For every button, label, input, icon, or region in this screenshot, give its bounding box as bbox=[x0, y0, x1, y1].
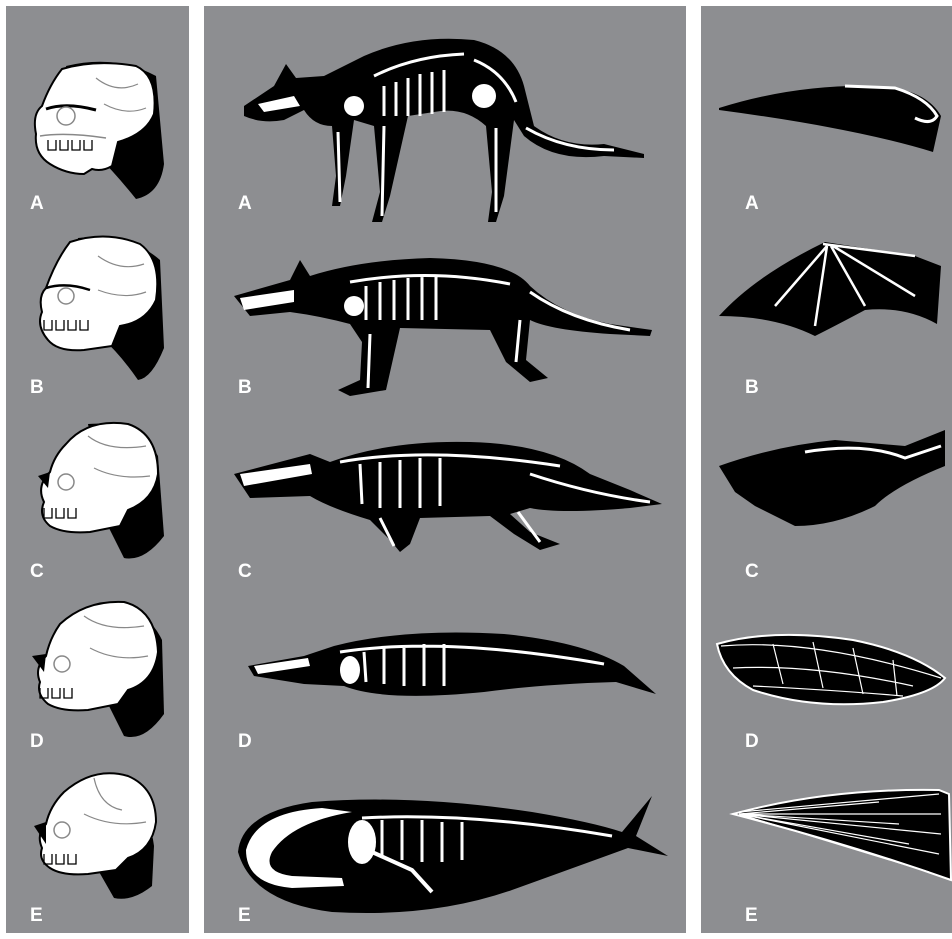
skull-label-d: D bbox=[30, 732, 44, 751]
rodhocetus-skeleton-figure bbox=[230, 434, 670, 564]
skull-panel: A B C D E bbox=[6, 6, 189, 933]
whale-evolution-panel: A B C D E bbox=[204, 6, 686, 933]
baleen-whale-skeleton-figure bbox=[232, 792, 672, 922]
bat-wing-figure bbox=[715, 236, 945, 346]
wing-label-b: B bbox=[745, 378, 759, 397]
whale-label-b: B bbox=[238, 378, 252, 397]
skull-label-c: C bbox=[30, 562, 44, 581]
skull-label-b: B bbox=[30, 378, 44, 397]
wing-label-c: C bbox=[745, 562, 759, 581]
whale-label-a: A bbox=[238, 194, 252, 213]
homo-erectus-skull-figure bbox=[24, 596, 174, 746]
whale-label-c: C bbox=[238, 562, 252, 581]
wing-panel: A B C D E bbox=[701, 6, 952, 933]
skull-label-a: A bbox=[30, 194, 44, 213]
whale-label-d: D bbox=[238, 732, 252, 751]
pterosaur-wing-figure bbox=[715, 78, 945, 158]
australopith-skull-figure bbox=[28, 230, 178, 380]
skull-label-e: E bbox=[30, 906, 43, 925]
insect-wing-figure bbox=[713, 624, 949, 714]
insect-wing-veined-figure bbox=[729, 784, 951, 884]
wing-label-a: A bbox=[745, 194, 759, 213]
ambulocetus-skeleton-figure bbox=[230, 250, 660, 410]
dorudon-skeleton-figure bbox=[244, 626, 664, 706]
human-skull-figure bbox=[24, 766, 174, 916]
ape-skull-figure bbox=[26, 54, 176, 204]
early-homo-skull-figure bbox=[28, 416, 178, 566]
pakicetus-skeleton-figure bbox=[234, 16, 654, 226]
bird-wing-figure bbox=[715, 426, 945, 546]
wing-label-e: E bbox=[745, 906, 758, 925]
wing-label-d: D bbox=[745, 732, 759, 751]
whale-label-e: E bbox=[238, 906, 251, 925]
